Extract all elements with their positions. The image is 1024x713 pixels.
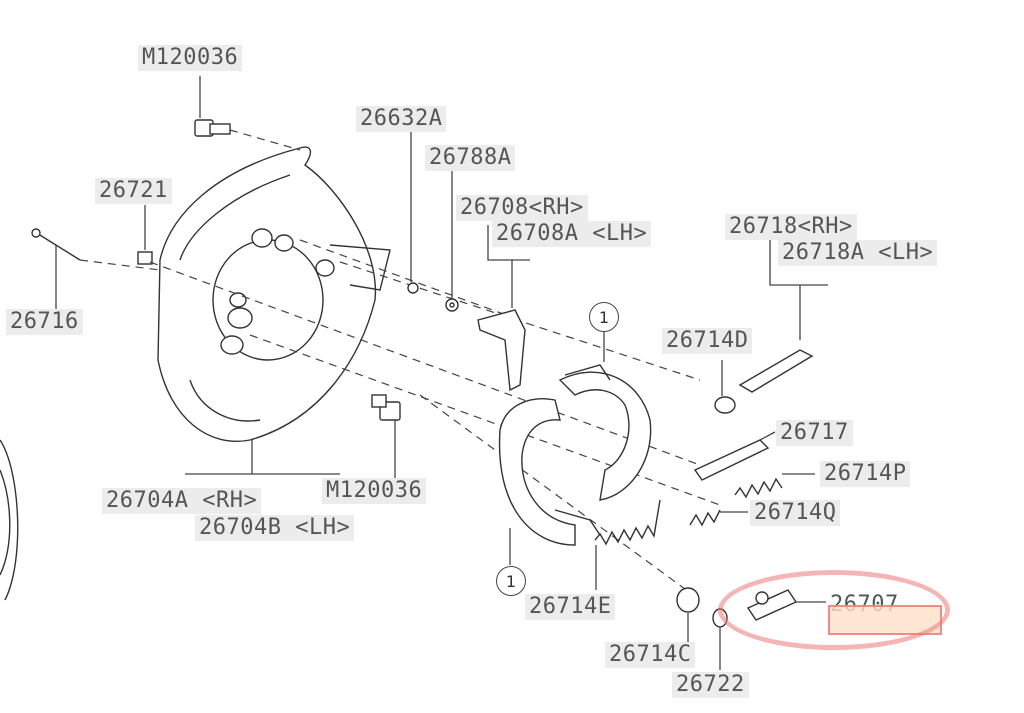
label-26708A-lh: 26708A <LH> [492, 221, 652, 247]
ref-marker-bottom: 1 [496, 566, 526, 596]
label-26718A-lh: 26718A <LH> [778, 240, 938, 266]
bolt-top [194, 119, 231, 137]
label-26721: 26721 [95, 178, 172, 204]
label-26714C: 26714C [605, 642, 696, 668]
brake-shoe-lower [498, 398, 601, 546]
ref-marker-top: 1 [589, 302, 619, 332]
label-26632A: 26632A [356, 106, 447, 132]
bolt-bottom [371, 394, 401, 421]
label-26788A: 26788A [425, 145, 516, 171]
label-M120036-top: M120036 [138, 45, 243, 71]
highlight-ellipse [718, 570, 950, 650]
rotor-edge [0, 439, 19, 601]
label-26714Q: 26714Q [750, 500, 841, 526]
label-26722: 26722 [672, 672, 749, 698]
backing-plate [157, 146, 391, 442]
label-26716: 26716 [6, 309, 83, 335]
label-26704A-rh: 26704A <RH> [102, 488, 262, 514]
label-26714D: 26714D [662, 328, 753, 354]
label-26714E: 26714E [525, 594, 616, 620]
label-26714P: 26714P [820, 461, 911, 487]
label-M120036-bottom: M120036 [322, 478, 427, 504]
label-26718-rh: 26718<RH> [725, 214, 857, 240]
brake-shoe-upper [558, 364, 652, 501]
label-26717: 26717 [776, 420, 853, 446]
label-26708-rh: 26708<RH> [456, 195, 588, 221]
label-26704B-lh: 26704B <LH> [195, 515, 355, 541]
